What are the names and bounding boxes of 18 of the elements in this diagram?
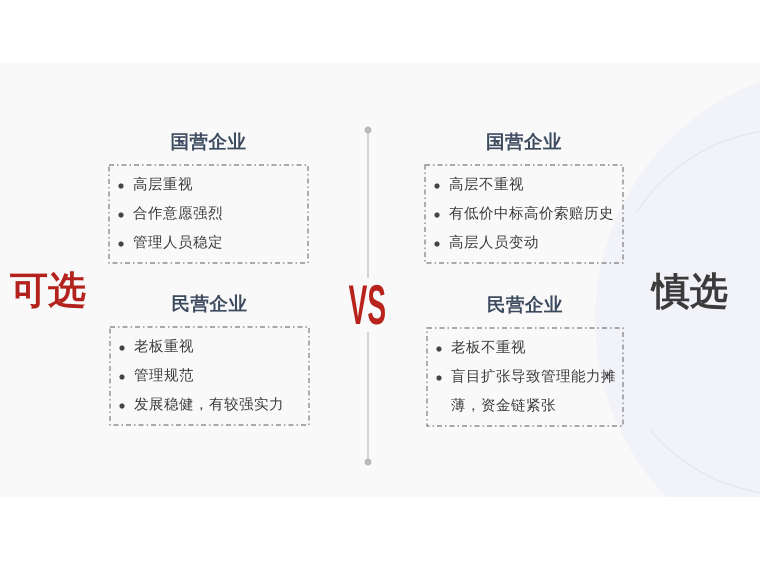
list-item: 老板不重视	[451, 339, 526, 358]
large-label: 慎选	[652, 272, 728, 310]
list-item: 有低价中标高价索赔历史	[449, 204, 614, 224]
list-item: 盲目扩张导致管理能力摊薄，资金链紧张	[451, 368, 617, 416]
section-heading: 国营企业	[170, 131, 246, 155]
list-item: 合作意愿强烈	[133, 205, 223, 224]
section-heading: 国营企业	[486, 131, 562, 155]
list-item: 发展稳健，有较强实力	[134, 396, 284, 415]
list-item: 管理人员稳定	[133, 234, 223, 253]
list-item: 管理规范	[134, 367, 194, 386]
list-item: 老板重视	[134, 338, 194, 357]
list-item: 高层不重视	[449, 176, 524, 195]
list-item: 高层重视	[133, 176, 193, 195]
list-item: 高层人员变动	[449, 234, 539, 253]
versus-label: VS	[348, 277, 386, 333]
large-label: 可选	[10, 271, 86, 309]
section-heading: 民营企业	[487, 294, 563, 318]
section-heading: 民营企业	[172, 293, 248, 317]
